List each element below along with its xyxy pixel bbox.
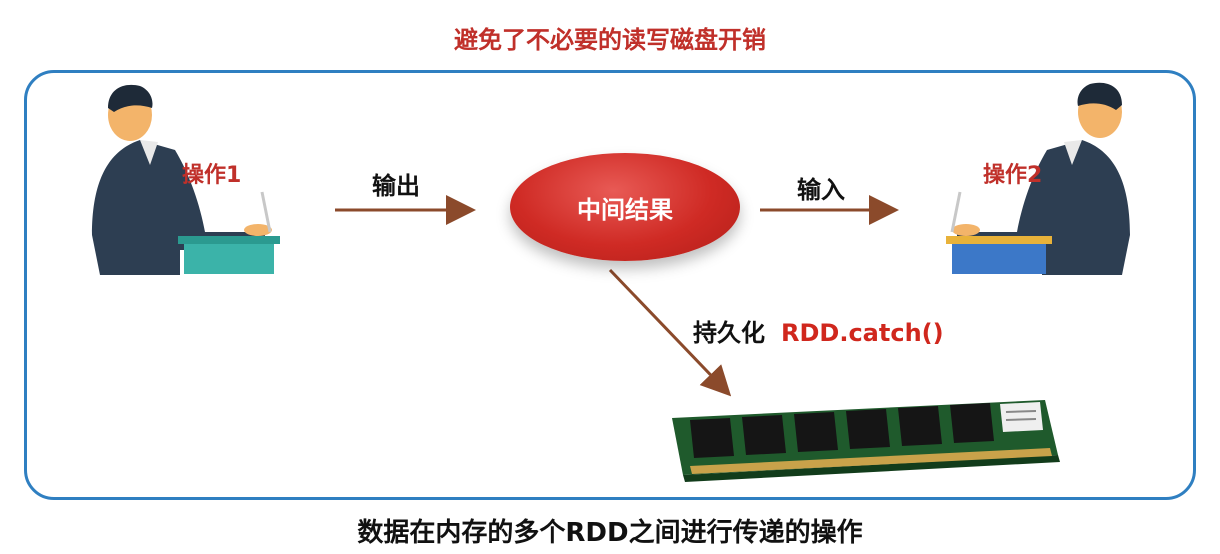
persist-code: RDD.catch() [781,319,944,347]
operation-1-label: 操作1 [182,163,242,188]
operator-1-icon [92,84,280,275]
operator-2-icon [946,82,1130,275]
intermediate-result-node: 中间结果 [510,153,740,261]
intermediate-result-label: 中间结果 [577,195,673,224]
memory-module-icon [672,400,1060,482]
output-label: 输出 [372,172,420,200]
persist-label: 持久化 [693,319,765,347]
diagram-frame [24,70,1196,500]
input-label: 输入 [797,176,845,204]
diagram-title: 避免了不必要的读写磁盘开销 [454,26,766,54]
diagram-caption: 数据在内存的多个RDD之间进行传递的操作 [357,518,863,548]
persist-annotation: 持久化 RDD.catch() [693,313,944,348]
operation-2-label: 操作2 [983,163,1043,188]
persist-arrow [608,268,732,397]
